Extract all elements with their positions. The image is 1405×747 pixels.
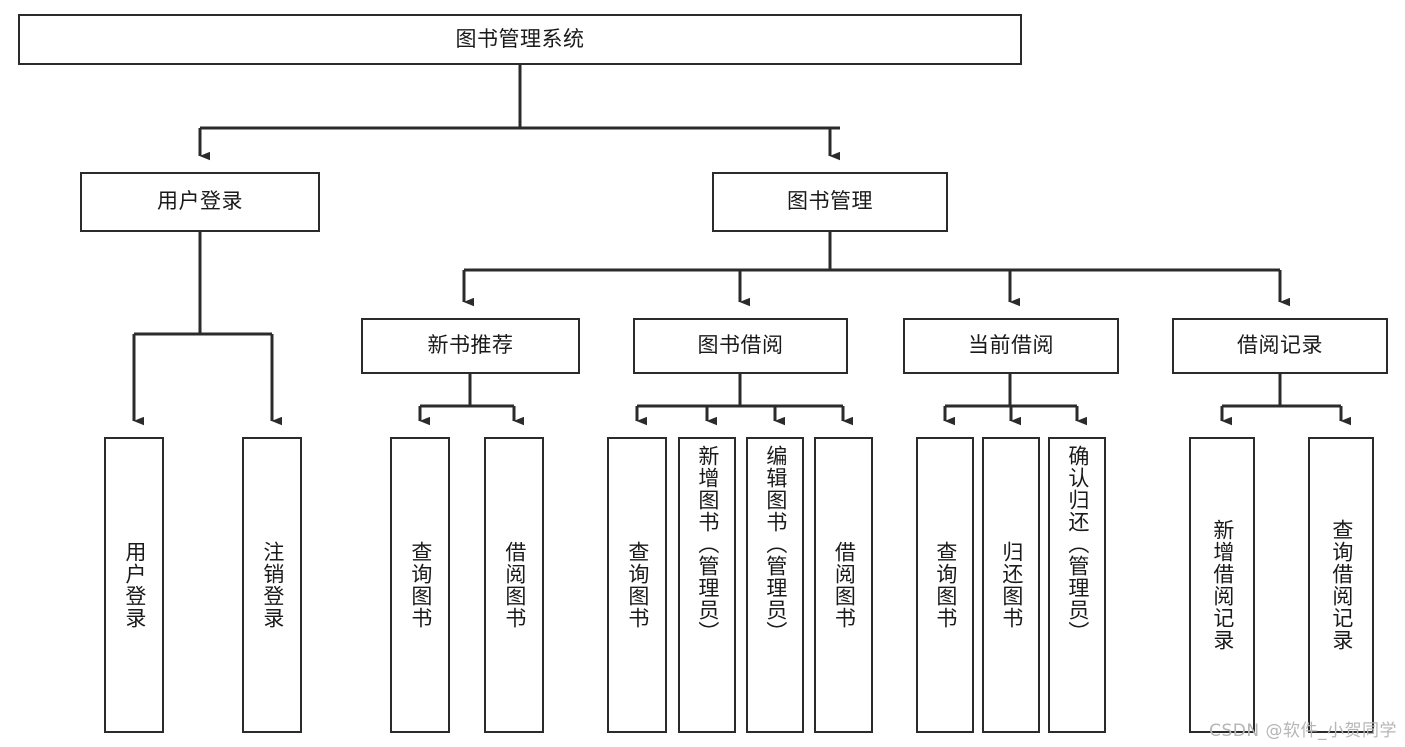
- node-label: 新增借阅记录: [1210, 519, 1235, 651]
- node-label: 图书管理: [787, 189, 873, 214]
- leaf-user-login[interactable]: 用户登录: [104, 437, 164, 733]
- node-label: 借阅图书: [502, 541, 527, 629]
- leaf-newbook-query-book[interactable]: 查询图书: [390, 437, 450, 733]
- node-label: 查询借阅记录: [1329, 519, 1354, 651]
- node-user-login[interactable]: 用户登录: [80, 172, 320, 232]
- leaf-borrow-add-book-admin[interactable]: 新增图书（管理员）: [678, 437, 736, 733]
- node-label: 查询图书: [408, 541, 433, 629]
- leaf-current-return-book[interactable]: 归还图书: [982, 437, 1040, 733]
- leaf-current-confirm-return-admin[interactable]: 确认归还（管理员）: [1048, 437, 1106, 733]
- node-current-borrow[interactable]: 当前借阅: [903, 318, 1119, 374]
- node-new-book-recommend[interactable]: 新书推荐: [361, 318, 580, 374]
- node-label: 归还图书: [999, 541, 1024, 629]
- node-label: 新增图书（管理员）: [695, 445, 720, 643]
- node-label: 借阅记录: [1237, 333, 1323, 358]
- node-book-borrow[interactable]: 图书借阅: [633, 318, 848, 374]
- leaf-newbook-borrow-book[interactable]: 借阅图书: [484, 437, 544, 733]
- node-label: 新书推荐: [427, 333, 514, 358]
- node-label: 查询图书: [933, 541, 958, 629]
- node-label: 编辑图书（管理员）: [763, 445, 788, 643]
- node-label: 图书借阅: [697, 333, 784, 358]
- leaf-records-query-record[interactable]: 查询借阅记录: [1308, 437, 1374, 733]
- node-label: 用户登录: [122, 541, 147, 629]
- node-label: 当前借阅: [968, 333, 1054, 358]
- leaf-borrow-lend-book[interactable]: 借阅图书: [814, 437, 873, 733]
- node-label: 确认归还（管理员）: [1065, 445, 1090, 643]
- leaf-records-add-record[interactable]: 新增借阅记录: [1189, 437, 1255, 733]
- leaf-user-logout[interactable]: 注销登录: [242, 437, 302, 733]
- node-label: 借阅图书: [832, 541, 857, 629]
- leaf-borrow-query-book[interactable]: 查询图书: [607, 437, 667, 733]
- leaf-current-query-book[interactable]: 查询图书: [916, 437, 974, 733]
- node-label: 注销登录: [260, 541, 285, 629]
- node-book-management[interactable]: 图书管理: [712, 172, 948, 232]
- node-root-system[interactable]: 图书管理系统: [18, 14, 1022, 65]
- node-label: 图书管理系统: [455, 26, 585, 51]
- node-label: 用户登录: [157, 189, 243, 214]
- leaf-borrow-edit-book-admin[interactable]: 编辑图书（管理员）: [746, 437, 804, 733]
- node-label: 查询图书: [625, 541, 650, 629]
- node-borrow-records[interactable]: 借阅记录: [1172, 318, 1388, 374]
